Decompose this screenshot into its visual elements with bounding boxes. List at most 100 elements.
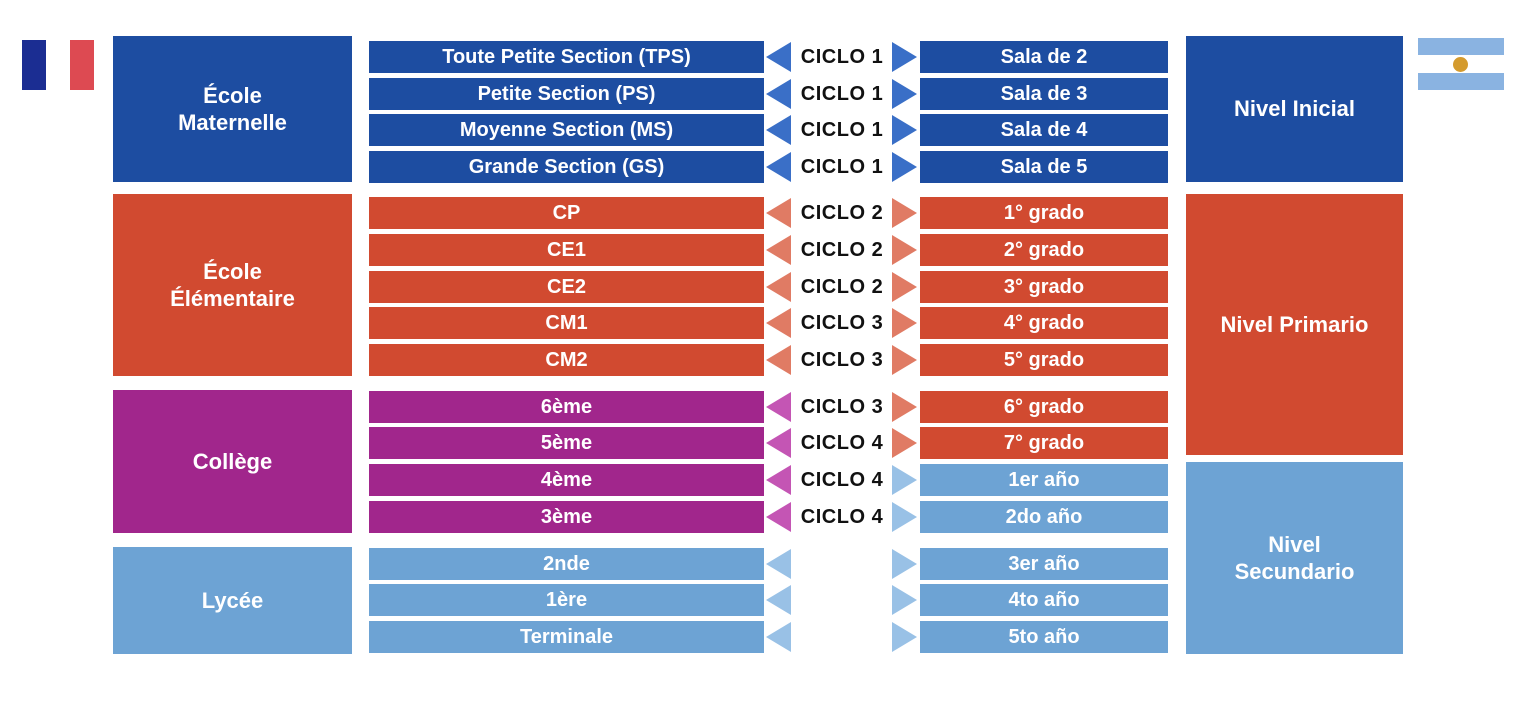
left-arrow-icon [766, 502, 791, 532]
left-arrow-icon [766, 198, 791, 228]
ciclo-label: CICLO 1 [800, 46, 884, 68]
grade-row-8: CM1 CICLO 3 4° grado [0, 307, 1536, 339]
argentine-level-label: Nivel Primario [1220, 311, 1369, 337]
grade-row-14: 2nde 3er año [0, 548, 1536, 580]
argentine-grade-label: 1er año [1008, 468, 1080, 491]
right-arrow-icon [892, 465, 917, 495]
argentine-grade-label: 3er año [1008, 552, 1080, 575]
argentine-grade-bar: 3er año [920, 548, 1168, 580]
ciclo-label: CICLO 4 [800, 506, 884, 528]
french-grade-bar: CM1 [369, 307, 764, 339]
argentine-grade-label: 2° grado [1003, 238, 1085, 261]
left-arrow-icon [766, 428, 791, 458]
left-arrow-icon [766, 79, 791, 109]
french-grade-bar: CE2 [369, 271, 764, 303]
argentine-grade-label: 5to año [1008, 625, 1080, 648]
argentine-grade-bar: Sala de 4 [920, 114, 1168, 146]
argentine-grade-label: 6° grado [1003, 395, 1085, 418]
argentine-level-label: Nivel Inicial [1233, 96, 1356, 122]
france-flag-icon [22, 40, 94, 90]
right-arrow-icon [892, 115, 917, 145]
french-grade-label: CM1 [545, 311, 588, 334]
ciclo-label [794, 621, 890, 653]
right-arrow-icon [892, 235, 917, 265]
french-grade-label: Terminale [520, 625, 613, 648]
french-level-block-college: Collège [113, 390, 352, 533]
argentina-flag-icon [1418, 38, 1504, 90]
ciclo-label: CICLO 3 [800, 312, 884, 334]
france-flag-red-stripe [70, 40, 94, 90]
french-grade-label: Grande Section (GS) [468, 155, 665, 178]
grade-row-11: 5ème CICLO 4 7° grado [0, 427, 1536, 459]
argentine-grade-bar: Sala de 5 [920, 151, 1168, 183]
french-grade-bar: 4ème [369, 464, 764, 496]
grade-row-6: CE1 CICLO 2 2° grado [0, 234, 1536, 266]
ciclo-label: CICLO 1 [800, 119, 884, 141]
french-grade-label: 1ère [545, 588, 588, 611]
french-grade-label: 4ème [540, 468, 593, 491]
left-arrow-icon [766, 42, 791, 72]
french-grade-bar: 3ème [369, 501, 764, 533]
ciclo-label: CICLO 2 [800, 202, 884, 224]
left-arrow-icon [766, 152, 791, 182]
argentine-grade-bar: 5° grado [920, 344, 1168, 376]
left-arrow-icon [766, 235, 791, 265]
right-arrow-icon [892, 392, 917, 422]
french-level-label: Lycée [201, 587, 264, 613]
right-arrow-icon [892, 622, 917, 652]
french-level-block-maternelle: École Maternelle [113, 36, 352, 182]
argentine-level-label: Nivel Secundario [1234, 531, 1355, 585]
french-level-label: École Maternelle [178, 82, 287, 136]
france-flag-blue-stripe [22, 40, 46, 90]
argentine-grade-label: 5° grado [1003, 348, 1085, 371]
french-grade-bar: 6ème [369, 391, 764, 423]
french-grade-label: CM2 [545, 348, 588, 371]
french-grade-label: Moyenne Section (MS) [459, 118, 674, 141]
french-grade-bar: Grande Section (GS) [369, 151, 764, 183]
french-grade-label: 6ème [540, 395, 593, 418]
ciclo-label: CICLO 2 [800, 276, 884, 298]
right-arrow-icon [892, 152, 917, 182]
french-level-block-lycee: Lycée [113, 547, 352, 654]
grade-row-1: Toute Petite Section (TPS) CICLO 1 Sala … [0, 41, 1536, 73]
argentine-grade-bar: 4° grado [920, 307, 1168, 339]
argentine-grade-label: Sala de 2 [1000, 45, 1088, 68]
argentine-grade-label: Sala de 4 [1000, 118, 1088, 141]
grade-row-4: Grande Section (GS) CICLO 1 Sala de 5 [0, 151, 1536, 183]
argentine-grade-bar: 2° grado [920, 234, 1168, 266]
argentine-grade-label: 7° grado [1003, 431, 1085, 454]
french-grade-bar: CP [369, 197, 764, 229]
french-grade-bar: 5ème [369, 427, 764, 459]
grade-row-9: CM2 CICLO 3 5° grado [0, 344, 1536, 376]
grade-row-3: Moyenne Section (MS) CICLO 1 Sala de 4 [0, 114, 1536, 146]
left-arrow-icon [766, 115, 791, 145]
argentine-level-block-secundario: Nivel Secundario [1186, 462, 1403, 654]
ciclo-label: CICLO 1 [800, 156, 884, 178]
ciclo-label: CICLO 3 [800, 396, 884, 418]
french-grade-bar: Petite Section (PS) [369, 78, 764, 110]
french-level-block-elementaire: École Élémentaire [113, 194, 352, 376]
french-grade-label: CE1 [547, 238, 586, 261]
french-grade-bar: CM2 [369, 344, 764, 376]
french-grade-label: Petite Section (PS) [477, 82, 656, 105]
argentine-grade-bar: Sala de 3 [920, 78, 1168, 110]
argentine-grade-label: 4° grado [1003, 311, 1085, 334]
left-arrow-icon [766, 465, 791, 495]
grade-row-13: 3ème CICLO 4 2do año [0, 501, 1536, 533]
french-grade-label: Toute Petite Section (TPS) [442, 45, 691, 68]
french-grade-label: 3ème [540, 505, 593, 528]
right-arrow-icon [892, 502, 917, 532]
ciclo-label: CICLO 3 [800, 349, 884, 371]
argentine-grade-bar: 1° grado [920, 197, 1168, 229]
argentine-level-block-inicial: Nivel Inicial [1186, 36, 1403, 182]
argentine-grade-label: 2do año [1005, 505, 1083, 528]
french-grade-bar: Moyenne Section (MS) [369, 114, 764, 146]
argentine-grade-bar: 5to año [920, 621, 1168, 653]
left-arrow-icon [766, 392, 791, 422]
argentine-grade-bar: 3° grado [920, 271, 1168, 303]
argentine-grade-bar: 7° grado [920, 427, 1168, 459]
argentine-level-block-primario: Nivel Primario [1186, 194, 1403, 455]
left-arrow-icon [766, 308, 791, 338]
ciclo-label [794, 548, 890, 580]
